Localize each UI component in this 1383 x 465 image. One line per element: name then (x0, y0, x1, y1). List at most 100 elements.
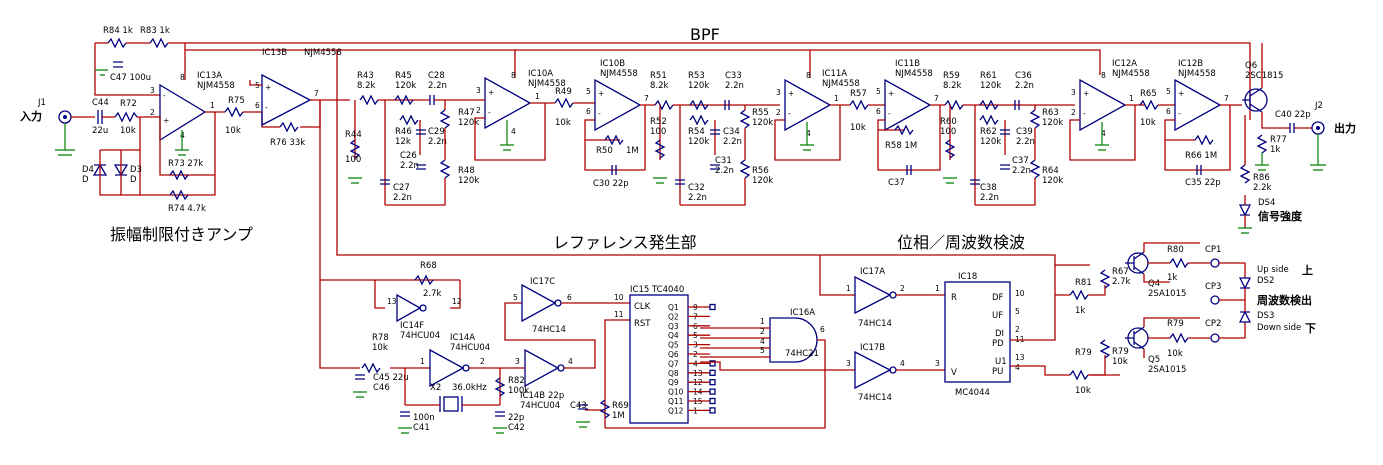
c41-label: 100n (413, 413, 435, 423)
ic17c-part: 74HC14 (532, 325, 566, 335)
ic13b-to-ref-wire (319, 100, 385, 281)
c47-label: C47 100u (110, 73, 151, 83)
c44-icon (97, 110, 103, 124)
ic16a-to-17b-wire (700, 361, 855, 371)
ic12a-pin4: 4 (1101, 129, 1106, 138)
r45-value: 120k (395, 81, 416, 91)
r52-icon (654, 139, 666, 159)
ic10a-ref: IC10A (528, 69, 553, 79)
c45-icon (1289, 123, 1295, 133)
c40-icon (1196, 165, 1202, 175)
r43-icon (359, 94, 379, 106)
ic12b-feedback-wire (1164, 104, 1242, 171)
ic15-q-label: Q5 (668, 341, 679, 350)
ic13a-pin2: 2 (150, 108, 155, 117)
q-wires (1143, 242, 1200, 358)
ic17c-inverter-icon (521, 283, 557, 323)
ic13a-ref: IC13A (197, 71, 222, 81)
r67-icon (1099, 269, 1111, 289)
ic15-open-pin-icon (709, 379, 716, 386)
ic18-pin-v: V (951, 368, 957, 378)
ic12b-minus: - (1178, 109, 1181, 118)
ic18-pin-di: DI (995, 329, 1004, 339)
ic18-pin-pd: PD (992, 339, 1004, 349)
ic10a-pin1: 1 (535, 92, 540, 101)
r57-icon (849, 99, 869, 111)
ic11a-wires (774, 104, 850, 161)
ic10b-minus: - (598, 109, 601, 118)
ic14b-ref: IC14B (520, 391, 545, 401)
r52-ground-icon (653, 177, 667, 184)
r86-value: 2.2k (1253, 183, 1272, 193)
c38-label: C38 (980, 183, 997, 193)
c41-value: C41 (413, 423, 430, 433)
ic17c-pin6: 6 (567, 293, 572, 302)
r72-value: 10k (120, 126, 136, 136)
c32-label: C32 (688, 183, 705, 193)
r53-icon (689, 99, 709, 111)
c46-ground-icon (353, 391, 367, 398)
r57-label: R57 (850, 89, 867, 99)
ic14b-pin4: 4 (568, 357, 573, 366)
ic15-clk: CLK (634, 302, 651, 312)
diode-wire (99, 149, 140, 196)
section-title-bpf: BPF (690, 25, 720, 44)
ic10a-pin2: 2 (476, 106, 481, 115)
ic12b-plus: + (1178, 89, 1184, 98)
c47-icon (113, 61, 123, 68)
ic15-open-pin-icon (709, 388, 716, 395)
r48-icon (439, 159, 451, 179)
ic11a-pin4: 4 (806, 129, 811, 138)
c42-value: C42 (508, 423, 525, 433)
ic12a-pin8: 8 (1101, 71, 1106, 80)
c26-icon (416, 164, 426, 170)
r82-value: 2.7k (423, 289, 442, 299)
r45-icon (394, 94, 414, 106)
r44-ground-icon (348, 177, 362, 184)
ic11a-pin1: 1 (834, 94, 839, 103)
c33-value: 2.2n (725, 81, 744, 91)
r70-label: R82 (508, 376, 525, 386)
ic18-pin-uf: UF (992, 311, 1003, 321)
ic18-out-wires (1010, 264, 1120, 376)
ic17a-in-wire (819, 255, 855, 296)
ic10b-plus: + (598, 89, 604, 98)
r73-icon (169, 169, 189, 181)
r54-value: 120k (688, 137, 709, 147)
q4-label: Q4 (1148, 279, 1160, 289)
r58-icon (894, 124, 914, 136)
ic17b-ref: IC17B (860, 343, 885, 353)
ic16a-part: 74HC21 (785, 349, 819, 359)
ic17a-part: 74HC14 (858, 319, 892, 329)
ic12b-pin7: 7 (1224, 94, 1229, 103)
r50-value: 1M (626, 146, 639, 156)
ic14a-pin1: 1 (420, 357, 425, 366)
ic15-q-label: Q1 (668, 303, 679, 312)
j2-ground-icon (1310, 134, 1326, 171)
r63-value: 120k (1042, 118, 1063, 128)
c45-label: C40 22p (1275, 110, 1311, 120)
ic13b-ref: IC13B (262, 48, 287, 58)
d3-value: D (130, 175, 137, 185)
ic18-pin10: 10 (1015, 289, 1025, 298)
ic15-open-pin-icon (709, 397, 716, 405)
ic13a-part: NJM4558 (197, 81, 235, 91)
ic14f-pin13: 13 (387, 297, 397, 306)
r56-value: 120k (752, 176, 773, 186)
r56-label: R56 (752, 166, 769, 176)
ic10b-opamp-icon (594, 78, 642, 132)
ic10a-ground-icon (500, 120, 514, 151)
c37-label: C37 (1012, 156, 1029, 166)
ic11b-plus: + (888, 89, 894, 98)
r55-label: R55 (752, 108, 769, 118)
cp2-testpoint-icon (1210, 333, 1220, 343)
c36-value: 2.2n (1015, 81, 1034, 91)
ic12b-ref: IC12B (1178, 59, 1203, 69)
r65-label: R65 (1140, 89, 1157, 99)
r65-icon (1139, 99, 1159, 111)
ic15-rst: RST (634, 319, 651, 329)
r77-ground-icon (1255, 153, 1269, 171)
ic10a-part: NJM4558 (528, 79, 566, 89)
r64-label: R64 (1042, 166, 1059, 176)
cp3-label: CP3 (1205, 282, 1221, 292)
